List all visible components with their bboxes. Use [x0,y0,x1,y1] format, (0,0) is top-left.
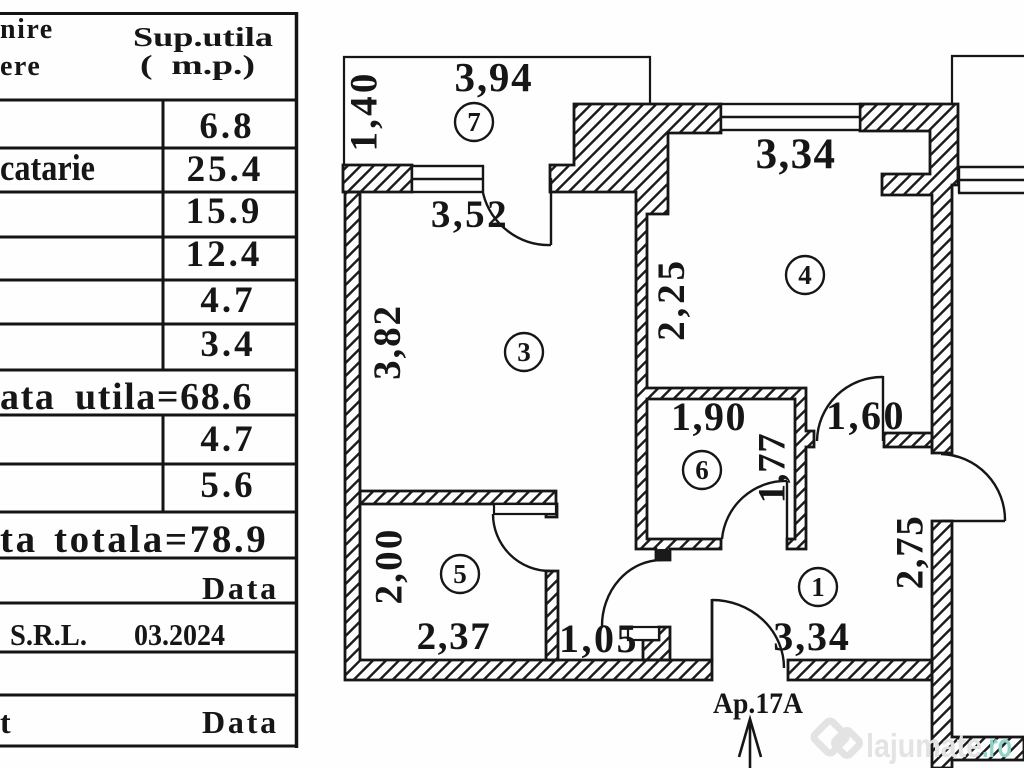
svg-text:03.2024: 03.2024 [134,617,225,652]
svg-text:.ro: .ro [982,727,1012,764]
svg-text:1,90: 1,90 [671,394,747,439]
svg-text:1,77: 1,77 [751,433,794,504]
svg-text:5: 5 [453,559,467,589]
svg-text:lajumate: lajumate [866,727,982,764]
svg-text:4.7: 4.7 [200,280,255,321]
svg-text:utila=68.6: utila=68.6 [75,376,253,418]
svg-text:1: 1 [811,572,825,602]
svg-text:3,82: 3,82 [366,304,409,380]
svg-text:6.8: 6.8 [199,106,254,147]
svg-text:( m.p.): ( m.p.) [140,50,255,80]
svg-text:1,40: 1,40 [343,70,386,151]
svg-text:12.4: 12.4 [186,234,263,275]
svg-text:3,94: 3,94 [455,54,534,100]
svg-text:3,34: 3,34 [773,614,851,659]
svg-text:2,25: 2,25 [650,257,693,341]
svg-text:Sup.utila: Sup.utila [133,22,274,52]
svg-text:Data: Data [202,704,279,740]
svg-text:ata: ata [0,376,55,418]
svg-text:2,00: 2,00 [368,527,411,604]
svg-text:3: 3 [517,337,531,367]
svg-text:1,60: 1,60 [826,393,906,438]
svg-text:totala=78.9: totala=78.9 [54,518,268,561]
svg-text:1,05: 1,05 [559,616,639,661]
svg-text:2,75: 2,75 [889,515,932,590]
svg-text:catarie: catarie [0,148,95,189]
svg-text:ta: ta [0,518,38,561]
svg-text:4.7: 4.7 [200,419,255,460]
svg-text:25.4: 25.4 [187,149,264,190]
svg-text:5.6: 5.6 [200,465,255,506]
svg-text:t: t [0,704,13,740]
svg-text:S.R.L.: S.R.L. [10,617,87,652]
svg-text:ere: ere [0,51,41,82]
svg-text:3.4: 3.4 [200,324,255,365]
svg-text:Ap.17A: Ap.17A [713,687,803,720]
svg-text:6: 6 [695,455,709,485]
svg-text:4: 4 [798,260,812,290]
svg-text:3,34: 3,34 [756,131,837,178]
svg-text:7: 7 [467,107,481,137]
svg-text:15.9: 15.9 [186,191,263,232]
svg-text:nire: nire [0,14,54,45]
svg-text:Data: Data [202,570,279,606]
svg-text:2,37: 2,37 [417,615,492,658]
svg-text:3,52: 3,52 [431,193,509,236]
